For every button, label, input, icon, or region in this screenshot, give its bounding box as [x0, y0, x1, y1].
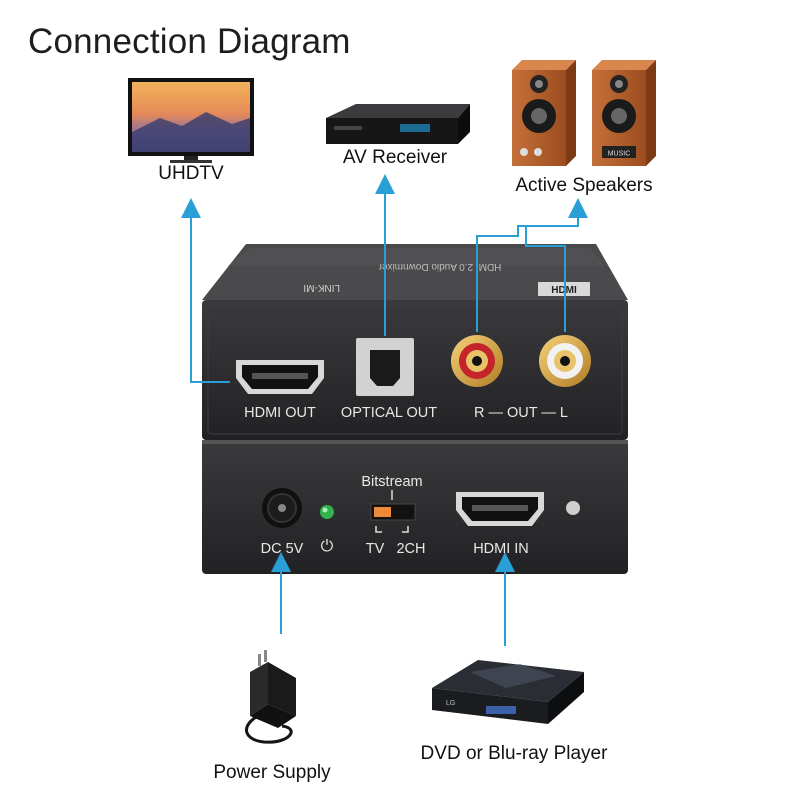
rca-right-port[interactable] — [451, 335, 503, 387]
power-icon: ⏻ — [320, 538, 334, 555]
speaker-badge: MUSIC — [608, 151, 631, 158]
2ch-mode-label: 2CH — [396, 541, 426, 557]
optical-out-port[interactable] — [356, 338, 414, 396]
ir-sensor — [566, 501, 580, 515]
player-label: DVD or Blu-ray Player — [420, 743, 608, 764]
uhdtv-image — [128, 78, 254, 163]
dc-jack[interactable] — [262, 488, 302, 528]
av-receiver-label: AV Receiver — [342, 147, 448, 168]
tv-mode-label: TV — [365, 541, 385, 557]
bitstream-label: Bitstream — [361, 474, 423, 490]
av-receiver-image — [326, 104, 470, 144]
hdmi-in-port[interactable] — [456, 492, 544, 526]
uhdtv-label: UHDTV — [158, 163, 224, 184]
arrow-hdmi-out-to-tv — [181, 198, 230, 383]
optical-out-label: OPTICAL OUT — [340, 405, 438, 421]
arrow-r-to-speakers — [476, 198, 588, 332]
power-supply-image — [245, 650, 296, 744]
connection-arrows — [181, 174, 588, 646]
player-brand: LG — [446, 700, 455, 707]
arrow-l-to-speakers — [525, 226, 566, 332]
model-label: HDMI 2.0 Audio Downmixer — [378, 261, 501, 272]
rca-left-port[interactable] — [539, 335, 591, 387]
bitstream-switch[interactable] — [370, 490, 416, 533]
speakers-image — [512, 60, 656, 166]
brand-label: LINK-MI — [303, 282, 340, 293]
hdmi-in-label: HDMI IN — [473, 541, 529, 557]
page-title: Connection Diagram — [28, 22, 351, 61]
power-led — [320, 505, 334, 519]
hdmi-out-port[interactable] — [236, 360, 324, 394]
dc-5v-label: DC 5V — [260, 541, 304, 557]
bluray-player-image — [432, 660, 584, 724]
hdmi-out-label: HDMI OUT — [244, 405, 316, 421]
analog-out-label: R — OUT — L — [474, 405, 568, 421]
power-supply-label: Power Supply — [213, 762, 331, 783]
downmixer-top-unit — [202, 244, 628, 440]
active-speakers-label: Active Speakers — [515, 175, 653, 196]
